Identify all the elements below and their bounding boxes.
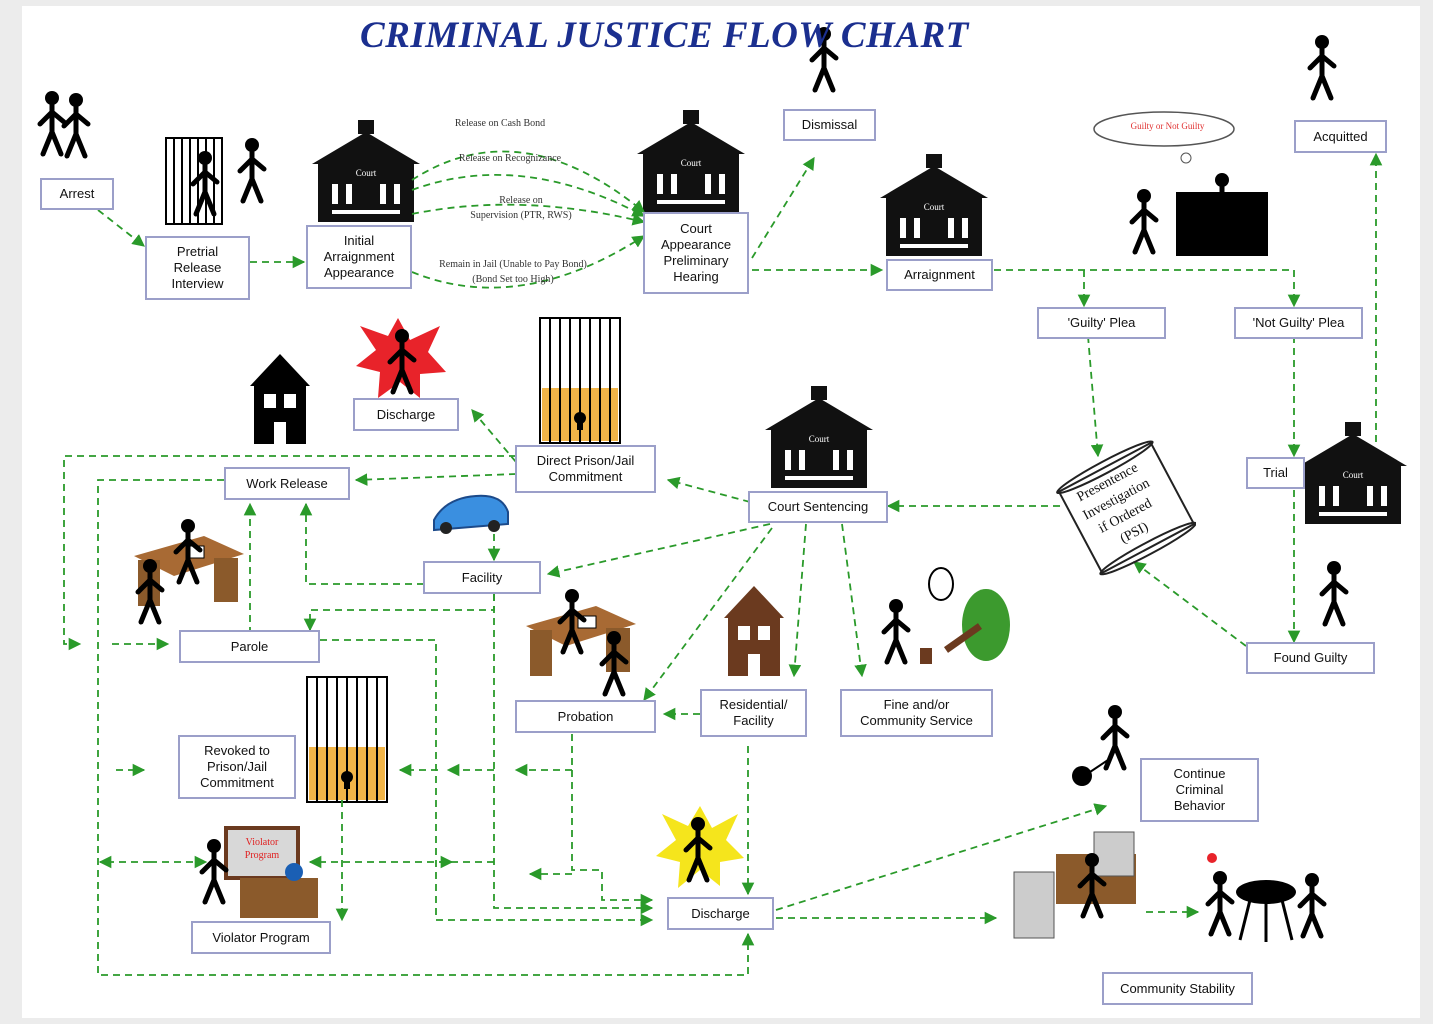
edge-label-supervision: Release on Supervision (PTR, RWS): [470, 195, 572, 221]
jumping-figure-icon: [1310, 35, 1334, 98]
prison-cell-icon: [306, 676, 388, 803]
node-facility: Facility: [423, 561, 541, 594]
edge-label-recognizance: Release on Recognizance: [458, 153, 562, 164]
ball-and-chain-figure-icon: [1072, 705, 1127, 786]
violator-program-board-icon: [202, 826, 318, 918]
node-trial: Trial: [1246, 457, 1305, 489]
edge-label-remain-jail: Remain in Jail (Unable to Pay Bond) (Bon…: [439, 259, 587, 285]
flow-arrows: [63, 150, 1383, 976]
desk-icon: [525, 589, 637, 694]
node-not-guilty-plea: 'Not Guilty' Plea: [1234, 307, 1363, 339]
node-work-release: Work Release: [224, 467, 350, 500]
house-icon: [250, 354, 310, 444]
desk-icon: [133, 519, 245, 622]
discharge-burst-icon: [356, 318, 446, 398]
discharge-burst-icon: [656, 806, 744, 888]
node-arrest: Arrest: [40, 178, 114, 210]
thought-cloud-icon: [1093, 111, 1235, 164]
node-parole: Parole: [179, 630, 320, 663]
node-dismissal: Dismissal: [783, 109, 876, 141]
node-violator-program: Violator Program: [191, 921, 331, 954]
court-building-icon: [637, 110, 745, 212]
node-probation: Probation: [515, 700, 656, 733]
node-initial-arraignment: Initial Arraignment Appearance: [306, 225, 412, 289]
violator-board-text: Violator Program: [244, 837, 280, 861]
node-continue-criminal-behavior: Continue Criminal Behavior: [1140, 758, 1259, 822]
house-icon: [724, 586, 784, 676]
court-building-icon: [765, 386, 873, 488]
node-arraignment: Arraignment: [886, 259, 993, 291]
court-building-icon: [1299, 422, 1407, 524]
node-found-guilty: Found Guilty: [1246, 642, 1375, 674]
node-guilty-plea: 'Guilty' Plea: [1037, 307, 1166, 339]
court-building-icon: [312, 120, 420, 222]
scroll-icon: [1056, 440, 1196, 576]
node-revoked-commitment: Revoked to Prison/Jail Commitment: [178, 735, 296, 799]
car-icon: [433, 494, 509, 534]
barbecue-figures-icon: [1207, 853, 1324, 942]
court-building-icon: [880, 154, 988, 256]
node-court-sentencing: Court Sentencing: [748, 491, 888, 523]
node-residential-facility: Residential/ Facility: [700, 689, 807, 737]
jail-cell-interview-icon: [165, 138, 264, 225]
node-pretrial-release-interview: Pretrial Release Interview: [145, 236, 250, 300]
office-desk-paperwork-icon: [1013, 831, 1136, 939]
prison-cell-icon: [539, 317, 621, 444]
page-title: CRIMINAL JUSTICE FLOW CHART: [360, 15, 969, 56]
thought-cloud-text: Guilty or Not Guilty: [1130, 121, 1205, 131]
node-court-appearance: Court Appearance Preliminary Hearing: [643, 212, 749, 294]
node-discharge-bottom: Discharge: [667, 897, 774, 930]
arrest-figures-icon: [40, 91, 88, 156]
node-community-stability: Community Stability: [1102, 972, 1253, 1005]
judge-bench-icon: [1132, 173, 1268, 256]
node-discharge-top: Discharge: [353, 398, 459, 431]
fine-figure-icon: [884, 567, 1010, 664]
node-fine-community-service: Fine and/or Community Service: [840, 689, 993, 737]
found-guilty-figure-icon: [1322, 561, 1346, 624]
node-acquitted: Acquitted: [1294, 120, 1387, 153]
edge-label-cash-bond: Release on Cash Bond: [454, 118, 546, 129]
node-direct-prison-commitment: Direct Prison/Jail Commitment: [515, 445, 656, 493]
